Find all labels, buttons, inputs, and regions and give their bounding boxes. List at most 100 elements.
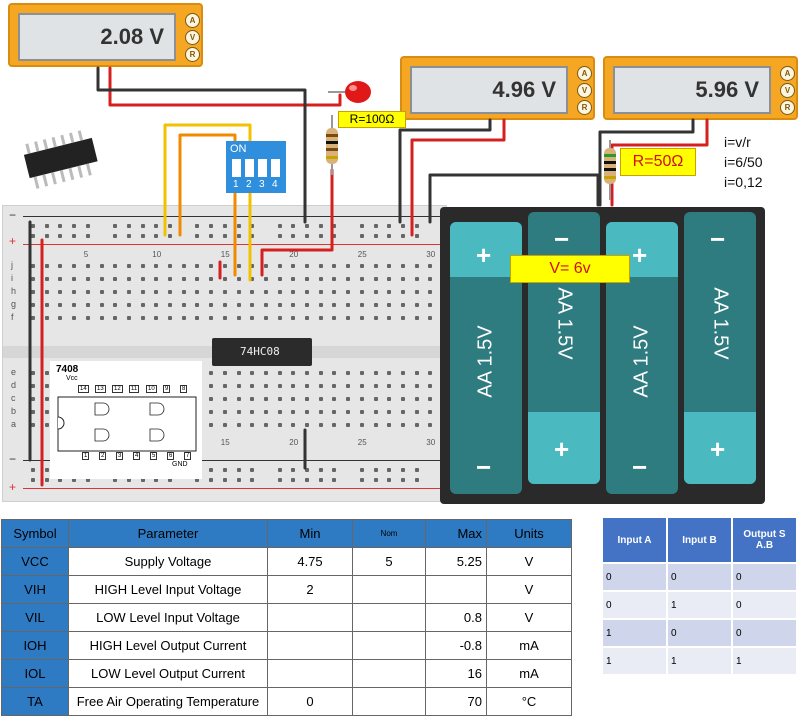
breadboard-hole[interactable] bbox=[168, 277, 172, 281]
rail-hole[interactable] bbox=[222, 224, 227, 228]
breadboard-hole[interactable] bbox=[373, 264, 378, 268]
rail-hole[interactable] bbox=[291, 224, 296, 228]
breadboard-hole[interactable] bbox=[85, 303, 90, 307]
meter-3-ohm-button[interactable]: R bbox=[780, 100, 795, 115]
breadboard-hole[interactable] bbox=[305, 264, 309, 268]
breadboard-hole[interactable] bbox=[126, 316, 131, 320]
rail-hole[interactable] bbox=[44, 468, 49, 472]
breadboard-hole[interactable] bbox=[428, 277, 433, 281]
breadboard-hole[interactable] bbox=[58, 316, 63, 320]
breadboard-hole[interactable] bbox=[236, 316, 241, 320]
rail-hole[interactable] bbox=[31, 468, 35, 472]
breadboard-hole[interactable] bbox=[209, 384, 214, 388]
rail-hole[interactable] bbox=[140, 234, 145, 238]
dip-toggle-3[interactable] bbox=[258, 159, 267, 177]
rail-hole[interactable] bbox=[72, 224, 77, 228]
breadboard-hole[interactable] bbox=[332, 410, 337, 414]
breadboard-hole[interactable] bbox=[154, 303, 159, 307]
breadboard-hole[interactable] bbox=[140, 303, 145, 307]
rail-hole[interactable] bbox=[126, 478, 131, 482]
breadboard-hole[interactable] bbox=[44, 264, 49, 268]
breadboard-hole[interactable] bbox=[113, 316, 118, 320]
breadboard-hole[interactable] bbox=[195, 303, 200, 307]
breadboard-hole[interactable] bbox=[373, 423, 378, 427]
breadboard-hole[interactable] bbox=[250, 264, 255, 268]
breadboard-hole[interactable] bbox=[236, 410, 241, 414]
rail-hole[interactable] bbox=[305, 234, 309, 238]
breadboard-hole[interactable] bbox=[387, 384, 392, 388]
breadboard-hole[interactable] bbox=[126, 277, 131, 281]
breadboard-hole[interactable] bbox=[359, 264, 364, 268]
rail-hole[interactable] bbox=[332, 234, 337, 238]
rail-hole[interactable] bbox=[318, 234, 323, 238]
breadboard-hole[interactable] bbox=[263, 410, 268, 414]
breadboard-hole[interactable] bbox=[222, 397, 227, 401]
rail-hole[interactable] bbox=[414, 478, 419, 482]
rail-hole[interactable] bbox=[113, 224, 118, 228]
breadboard-hole[interactable] bbox=[154, 290, 159, 294]
breadboard-hole[interactable] bbox=[181, 316, 186, 320]
breadboard-hole[interactable] bbox=[31, 303, 35, 307]
breadboard-hole[interactable] bbox=[428, 371, 433, 375]
breadboard-hole[interactable] bbox=[99, 303, 104, 307]
breadboard-hole[interactable] bbox=[305, 410, 309, 414]
rail-hole[interactable] bbox=[373, 468, 378, 472]
breadboard-hole[interactable] bbox=[181, 277, 186, 281]
breadboard-hole[interactable] bbox=[181, 303, 186, 307]
breadboard-hole[interactable] bbox=[373, 371, 378, 375]
breadboard-hole[interactable] bbox=[209, 423, 214, 427]
breadboard-hole[interactable] bbox=[359, 316, 364, 320]
breadboard-hole[interactable] bbox=[359, 397, 364, 401]
breadboard-hole[interactable] bbox=[44, 397, 49, 401]
breadboard-hole[interactable] bbox=[44, 316, 49, 320]
breadboard-hole[interactable] bbox=[400, 371, 405, 375]
rail-hole[interactable] bbox=[250, 234, 255, 238]
rail-hole[interactable] bbox=[31, 224, 35, 228]
breadboard-hole[interactable] bbox=[31, 397, 35, 401]
rail-hole[interactable] bbox=[400, 478, 405, 482]
rail-hole[interactable] bbox=[250, 478, 255, 482]
rail-hole[interactable] bbox=[387, 224, 392, 228]
breadboard-hole[interactable] bbox=[99, 264, 104, 268]
breadboard-hole[interactable] bbox=[291, 371, 296, 375]
breadboard-hole[interactable] bbox=[181, 264, 186, 268]
meter-2-volt-button[interactable]: V bbox=[577, 83, 592, 98]
breadboard-hole[interactable] bbox=[277, 303, 282, 307]
breadboard-hole[interactable] bbox=[346, 410, 351, 414]
breadboard-hole[interactable] bbox=[332, 397, 337, 401]
breadboard-hole[interactable] bbox=[99, 290, 104, 294]
rail-hole[interactable] bbox=[250, 224, 255, 228]
breadboard-hole[interactable] bbox=[318, 264, 323, 268]
breadboard-hole[interactable] bbox=[263, 303, 268, 307]
rail-hole[interactable] bbox=[58, 478, 63, 482]
rail-hole[interactable] bbox=[332, 468, 337, 472]
breadboard-hole[interactable] bbox=[44, 277, 49, 281]
breadboard-hole[interactable] bbox=[359, 303, 364, 307]
breadboard-hole[interactable] bbox=[387, 423, 392, 427]
breadboard-hole[interactable] bbox=[209, 397, 214, 401]
breadboard-hole[interactable] bbox=[31, 290, 35, 294]
breadboard-hole[interactable] bbox=[305, 277, 309, 281]
breadboard-hole[interactable] bbox=[195, 277, 200, 281]
breadboard-hole[interactable] bbox=[318, 384, 323, 388]
rail-hole[interactable] bbox=[44, 478, 49, 482]
breadboard-hole[interactable] bbox=[428, 264, 433, 268]
rail-hole[interactable] bbox=[72, 234, 77, 238]
breadboard-hole[interactable] bbox=[168, 290, 172, 294]
rail-hole[interactable] bbox=[222, 468, 227, 472]
rail-hole[interactable] bbox=[195, 478, 200, 482]
breadboard-hole[interactable] bbox=[428, 423, 433, 427]
breadboard-hole[interactable] bbox=[31, 316, 35, 320]
rail-hole[interactable] bbox=[332, 478, 337, 482]
breadboard-hole[interactable] bbox=[195, 264, 200, 268]
breadboard-hole[interactable] bbox=[154, 277, 159, 281]
rail-hole[interactable] bbox=[291, 478, 296, 482]
rail-hole[interactable] bbox=[58, 234, 63, 238]
breadboard-hole[interactable] bbox=[332, 303, 337, 307]
breadboard-hole[interactable] bbox=[318, 303, 323, 307]
rail-hole[interactable] bbox=[359, 478, 364, 482]
breadboard-hole[interactable] bbox=[359, 371, 364, 375]
breadboard-hole[interactable] bbox=[113, 290, 118, 294]
meter-2-amp-button[interactable]: A bbox=[577, 66, 592, 81]
rail-hole[interactable] bbox=[209, 468, 214, 472]
